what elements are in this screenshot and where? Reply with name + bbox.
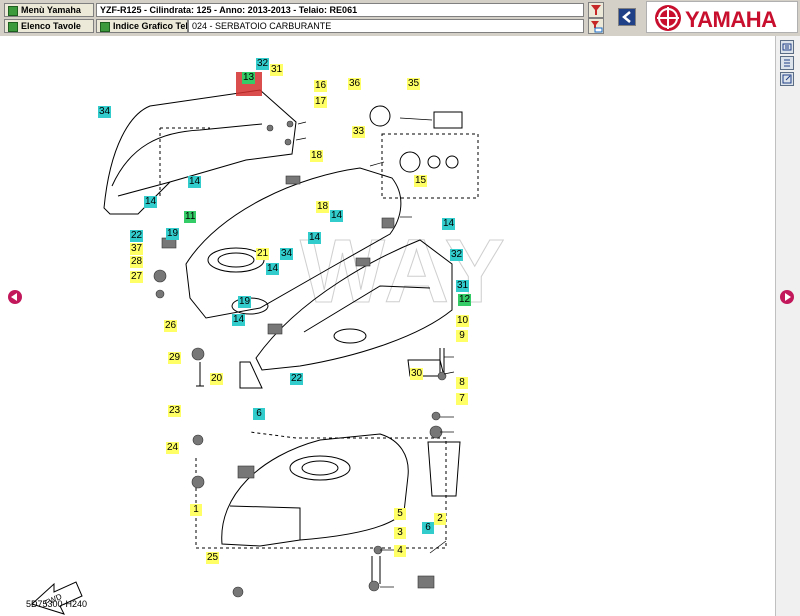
part-callout-26[interactable]: 26	[164, 320, 178, 332]
graphic-index-button[interactable]: Indice Grafico Telaio	[96, 19, 188, 33]
part-callout-23[interactable]: 23	[168, 405, 182, 417]
print-icon[interactable]	[780, 40, 794, 54]
yamaha-logo: YAMAHA	[646, 1, 798, 33]
part-callout-20[interactable]: 20	[210, 373, 224, 385]
diagram-code: 5D75300-H240	[26, 599, 88, 609]
part-callout-29[interactable]: 29	[168, 352, 182, 364]
part-callout-14[interactable]: 14	[330, 210, 344, 222]
tables-list-button[interactable]: Elenco Tavole	[4, 19, 94, 33]
part-callout-14[interactable]: 14	[144, 196, 158, 208]
export-icon[interactable]	[780, 72, 794, 86]
part-callout-31[interactable]: 31	[456, 280, 470, 292]
part-callout-34[interactable]: 34	[98, 106, 112, 118]
menu-yamaha-button[interactable]: Menù Yamaha	[4, 3, 94, 17]
part-callout-31[interactable]: 31	[270, 64, 284, 76]
part-callout-21[interactable]: 21	[256, 248, 270, 260]
part-callout-1[interactable]: 1	[190, 504, 202, 516]
part-callout-9[interactable]: 9	[456, 330, 468, 342]
model-info-field: YZF-R125 - Cilindrata: 125 - Anno: 2013-…	[96, 3, 584, 17]
grid-icon	[100, 22, 110, 32]
part-callout-19[interactable]: 19	[238, 296, 252, 308]
parts-diagram: WAY	[0, 36, 776, 616]
brand-name: YAMAHA	[685, 7, 777, 32]
part-callout-33[interactable]: 33	[352, 126, 366, 138]
previous-page-arrow-icon[interactable]	[8, 290, 22, 304]
table-title-field: 024 - SERBATOIO CARBURANTE	[188, 19, 584, 33]
part-callout-12[interactable]: 12	[458, 294, 472, 306]
part-callout-36[interactable]: 36	[348, 78, 362, 90]
part-callout-35[interactable]: 35	[407, 78, 421, 90]
grid-icon	[8, 22, 18, 32]
fwd-arrow-icon: FWD	[31, 581, 83, 615]
part-callout-19[interactable]: 19	[166, 228, 180, 240]
part-callout-24[interactable]: 24	[166, 442, 180, 454]
part-callout-14[interactable]: 14	[442, 218, 456, 230]
back-icon[interactable]	[618, 8, 636, 26]
part-callout-37[interactable]: 37	[130, 243, 144, 255]
part-callout-28[interactable]: 28	[130, 256, 144, 268]
filter-list-icon[interactable]	[588, 18, 604, 34]
list-icon[interactable]	[780, 56, 794, 70]
part-callout-14[interactable]: 14	[232, 314, 246, 326]
part-callout-15[interactable]: 15	[414, 175, 428, 187]
part-callout-25[interactable]: 25	[206, 552, 220, 564]
part-callout-30[interactable]: 30	[410, 368, 424, 380]
grid-icon	[8, 6, 18, 16]
part-callout-3[interactable]: 3	[394, 527, 406, 539]
part-callout-7[interactable]: 7	[456, 393, 468, 405]
part-callout-34[interactable]: 34	[280, 248, 294, 260]
part-callout-6[interactable]: 6	[253, 408, 265, 420]
part-callout-32[interactable]: 32	[450, 249, 464, 261]
part-callout-2[interactable]: 2	[434, 513, 446, 525]
part-callout-11[interactable]: 11	[184, 211, 197, 223]
part-callout-16[interactable]: 16	[314, 80, 328, 92]
part-callout-18[interactable]: 18	[316, 201, 330, 213]
next-page-arrow-icon[interactable]	[780, 290, 794, 304]
part-callout-4[interactable]: 4	[394, 545, 406, 557]
part-callout-27[interactable]: 27	[130, 271, 144, 283]
part-callout-22[interactable]: 22	[290, 373, 304, 385]
part-callout-5[interactable]: 5	[394, 508, 406, 520]
part-callout-6[interactable]: 6	[422, 522, 434, 534]
filter-icon[interactable]	[588, 2, 604, 18]
part-callout-8[interactable]: 8	[456, 377, 468, 389]
part-callout-14[interactable]: 14	[266, 263, 280, 275]
part-callout-17[interactable]: 17	[314, 96, 328, 108]
part-callout-18[interactable]: 18	[310, 150, 324, 162]
part-callout-14[interactable]: 14	[188, 176, 202, 188]
part-callout-10[interactable]: 10	[456, 315, 470, 327]
part-callout-22[interactable]: 22	[130, 230, 144, 242]
part-callout-32[interactable]: 32	[256, 58, 270, 70]
exploded-drawing: FWD	[31, 72, 479, 615]
right-sidebar	[776, 36, 800, 616]
top-toolbar: Menù Yamaha Elenco Tavole YZF-R125 - Cil…	[0, 0, 800, 37]
part-callout-14[interactable]: 14	[308, 232, 322, 244]
yamaha-emblem-icon	[655, 5, 681, 31]
part-callout-13[interactable]: 13	[242, 72, 256, 84]
